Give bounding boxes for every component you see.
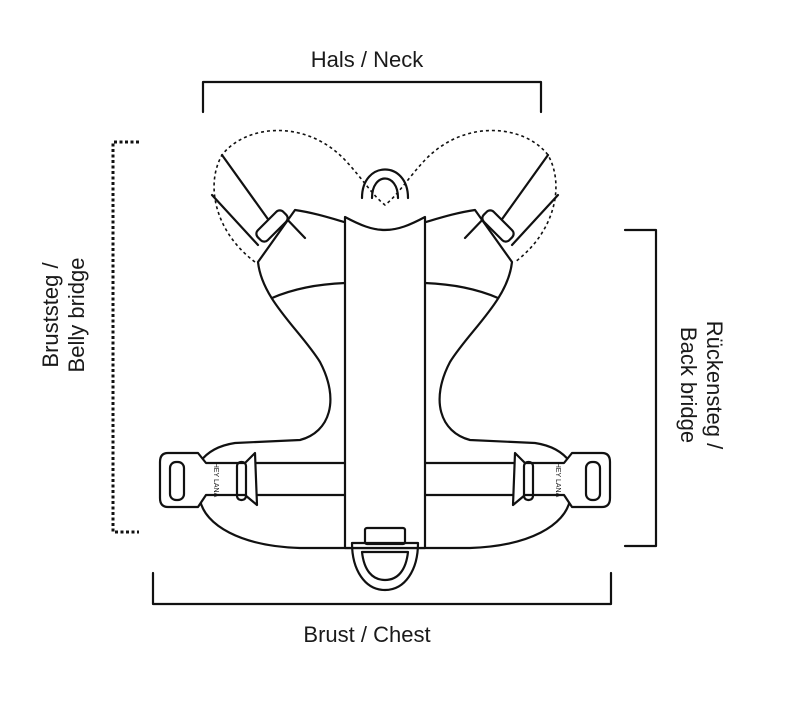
belly-bridge-bracket	[111, 140, 139, 534]
left-buckle-brand: HEY LANA	[212, 463, 219, 498]
back-bridge-label-line1: Rückensteg /	[702, 321, 727, 450]
d-ring	[350, 541, 420, 592]
right-strap-slider	[481, 209, 515, 243]
left-strap-slider	[255, 209, 289, 243]
handle	[360, 168, 410, 200]
right-buckle: HEY LANA	[511, 451, 612, 509]
chest-label: Brust / Chest	[303, 622, 430, 647]
d-ring-tab	[363, 526, 407, 546]
left-wing-seam	[270, 281, 347, 300]
chest-bracket	[151, 571, 613, 606]
belly-bridge-label-line1: Bruststeg /	[38, 262, 63, 368]
left-buckle: HEY LANA	[158, 451, 259, 509]
right-buckle-brand: HEY LANA	[554, 463, 561, 498]
belly-bridge-label-line2: Belly bridge	[64, 258, 89, 373]
center-back-strap	[343, 215, 427, 550]
neck-bracket	[201, 80, 543, 114]
back-bridge-label-line2: Back bridge	[676, 327, 701, 443]
back-bridge-bracket	[623, 228, 658, 548]
neck-label: Hals / Neck	[311, 47, 424, 72]
right-wing-seam	[423, 281, 500, 300]
chest-strap	[253, 461, 517, 497]
